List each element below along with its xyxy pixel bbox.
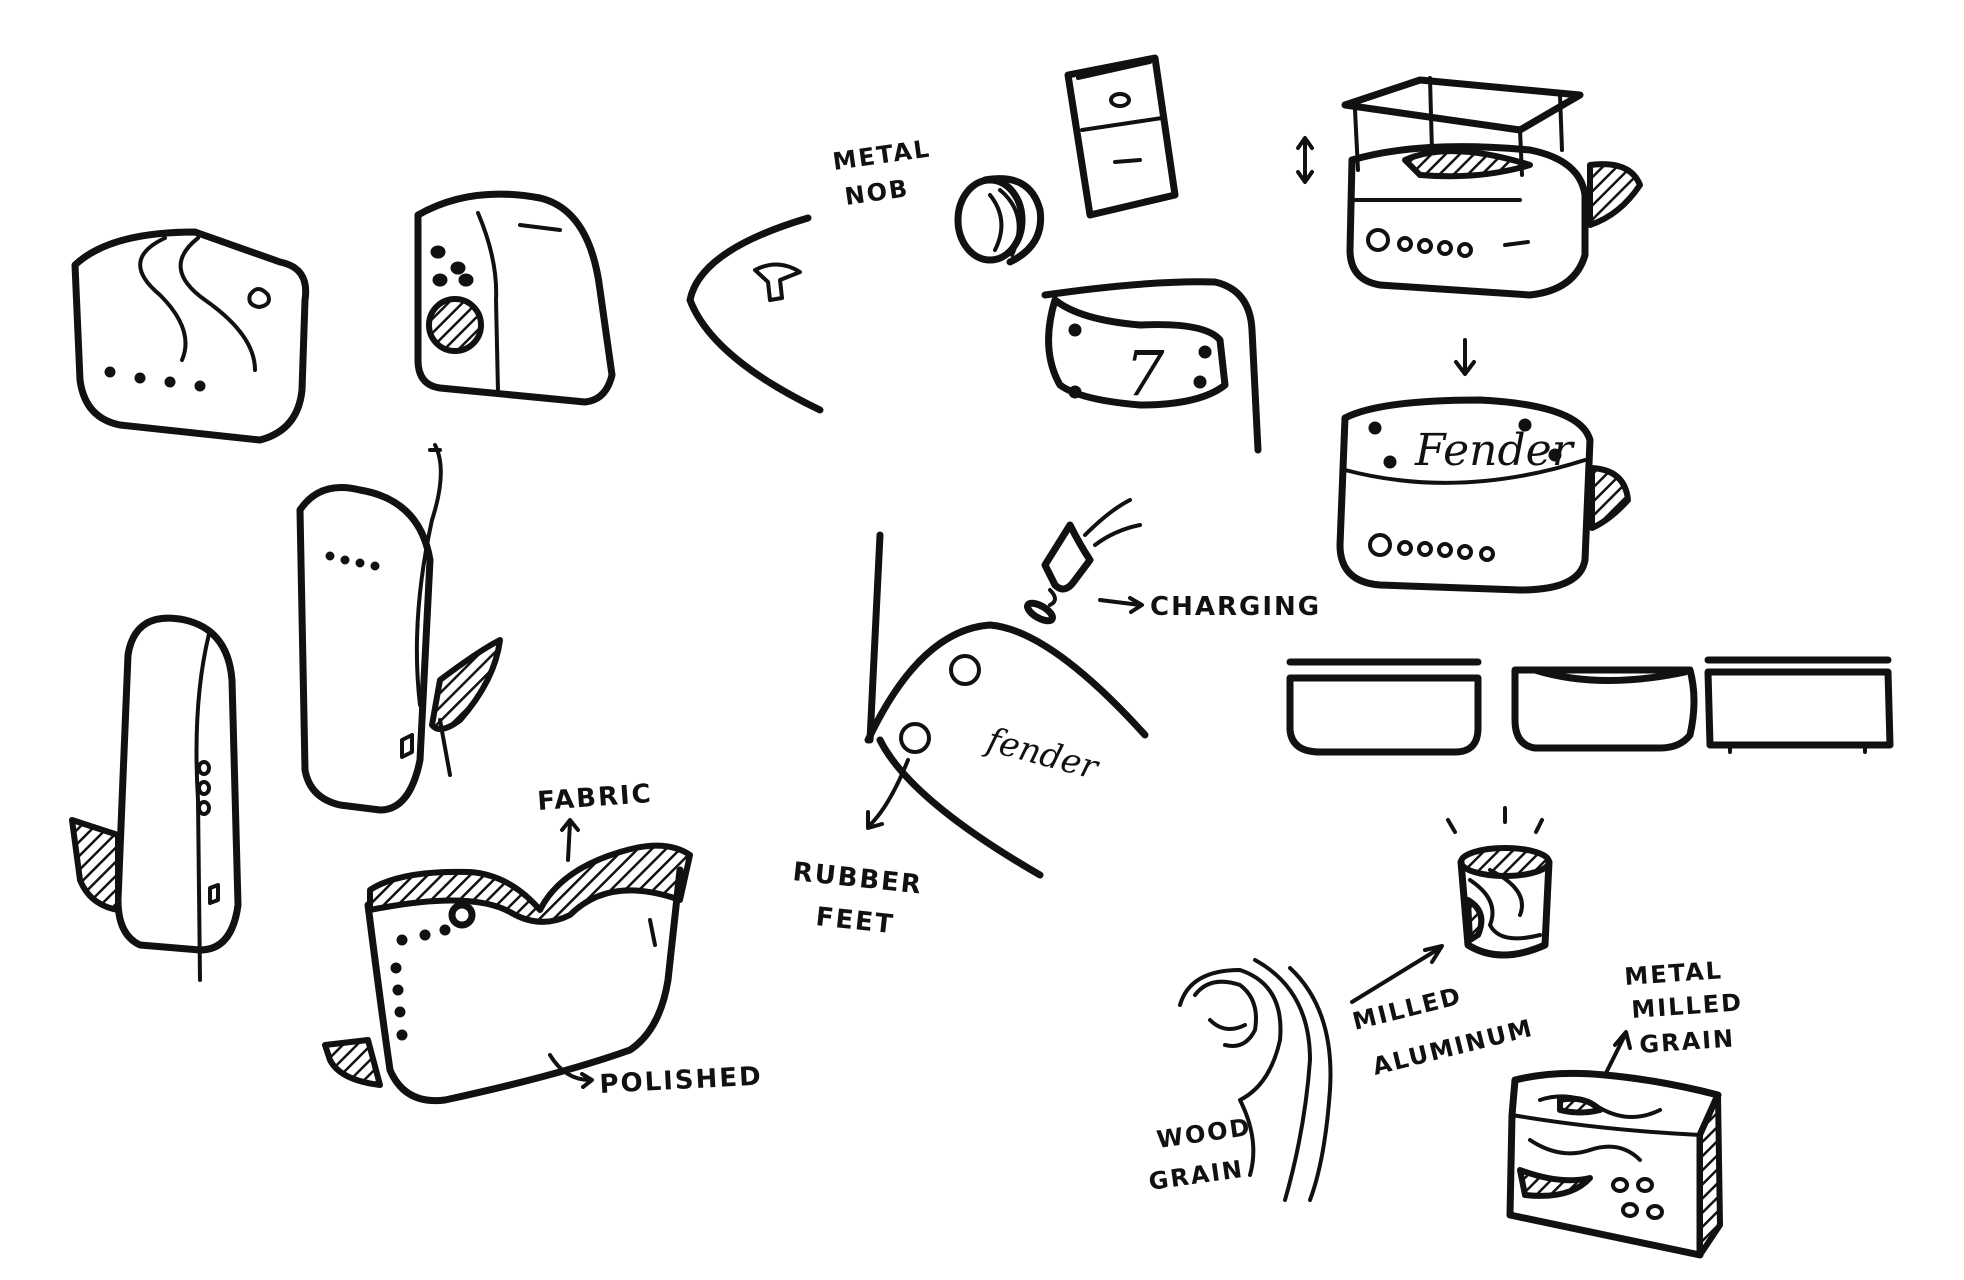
sketch-edge-detail (686, 214, 824, 414)
metal-nob-label-line1: METAL (831, 134, 933, 175)
sketch-fender-amp: Fender (1336, 396, 1631, 594)
sketch-tray-speaker (71, 228, 310, 444)
sketch-bottom-detail: fender (864, 531, 1149, 879)
metal-nob-label-line2: NOB (843, 174, 911, 211)
sketch-exploded-amp (1296, 76, 1643, 299)
rubber-feet-label-line1: RUBBER (791, 857, 924, 900)
sketch-fabric-speaker (322, 818, 693, 1105)
sketch-profile-variants (1286, 656, 1894, 756)
arrow-to-grain-box-icon (1603, 1030, 1632, 1077)
rubber-feet-label-line2: FEET (814, 902, 896, 940)
top-case-brand: Fender (1414, 425, 1576, 476)
sketch-front-panel (1064, 54, 1179, 219)
badge-numeral: 7 (1125, 337, 1165, 410)
sketch-badge-plate: 7 (1041, 278, 1262, 454)
wood-grain-label-line2: GRAIN (1147, 1155, 1246, 1196)
sketch-milled-cylinder (1446, 806, 1553, 959)
metal-milled-grain-label-line3: GRAIN (1638, 1024, 1736, 1059)
metal-milled-grain-label-line1: METAL (1623, 956, 1723, 991)
sketch-charging-plug (1024, 498, 1144, 625)
wood-grain-label-line1: WOOD (1155, 1113, 1253, 1154)
sketch-metal-knob (954, 175, 1045, 266)
arrow-down-icon (1454, 338, 1476, 376)
side-detail-brand: fender (980, 719, 1104, 788)
sketch-tall-speaker-1 (69, 614, 242, 982)
sketch-tall-speaker-2 (296, 443, 503, 814)
sketch-metal-grain-box (1506, 1069, 1723, 1259)
metal-milled-grain-label-line2: MILLED (1630, 988, 1743, 1024)
charging-label: CHARGING (1150, 592, 1321, 622)
arrow-to-cylinder-icon (1350, 944, 1444, 1004)
sketch-wood-grain (1178, 958, 1333, 1202)
polished-label: POLISHED (599, 1061, 764, 1100)
sketch-cabinet-speaker (414, 190, 616, 406)
milled-aluminum-label-line1: MILLED (1350, 982, 1465, 1036)
fabric-label: FABRIC (536, 779, 653, 817)
